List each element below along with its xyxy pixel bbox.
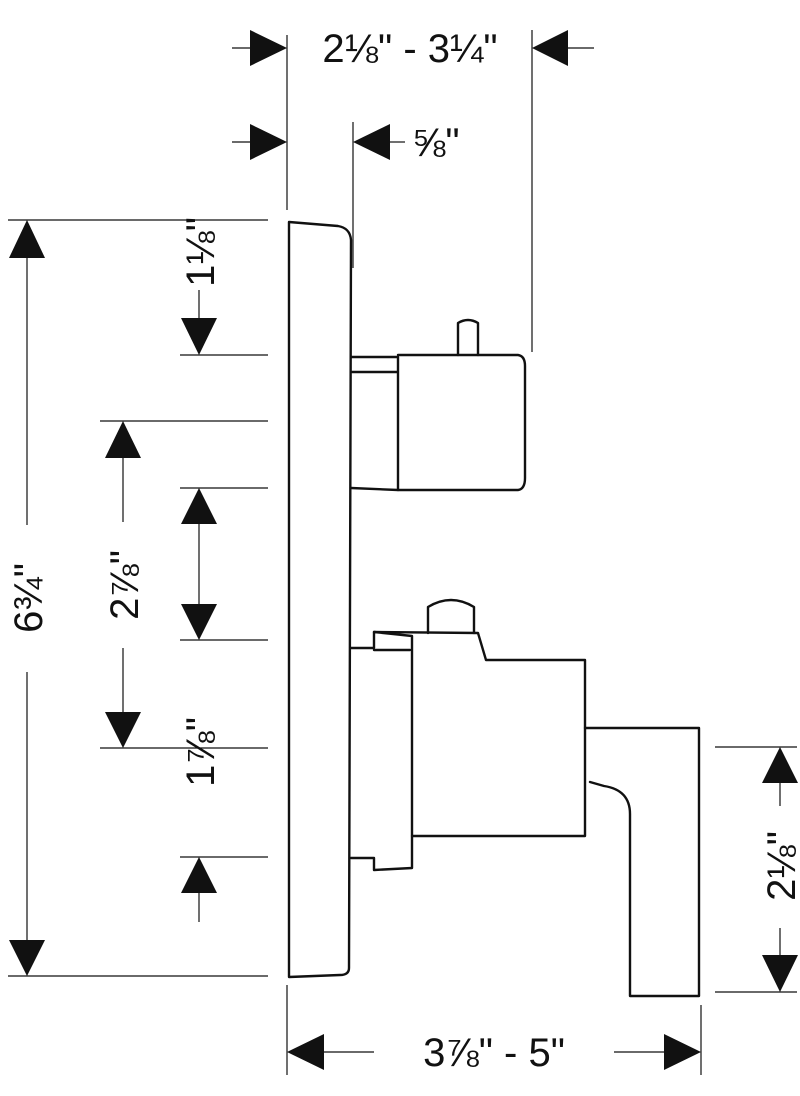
dim-label-handle-height: 2⅛"	[760, 831, 800, 901]
dim-label-stem-offset: ⅝"	[412, 121, 460, 165]
dim-label-valve-to-bottom: 1⅞"	[179, 717, 223, 787]
trim-plate	[287, 220, 353, 979]
dim-label-plate-height: 6¾"	[7, 563, 51, 633]
dimension-plate-top-to-knob: 1⅛"	[179, 217, 223, 355]
dim-label-top-span: 2⅛" - 3¼"	[322, 27, 497, 71]
dimension-knob-to-valve: 2⅞"	[103, 421, 147, 748]
dim-label-knob-to-valve: 2⅞"	[103, 550, 147, 620]
dimension-valve-to-bottom: 1⅞"	[179, 717, 223, 922]
extension-lines	[8, 30, 797, 1075]
dimension-bottom-span: 3⅞" - 5"	[287, 1031, 701, 1075]
dimension-handle-height: 2⅛"	[760, 747, 800, 992]
dimension-plate-height: 6¾"	[7, 220, 51, 976]
upper-knob	[349, 318, 527, 492]
dimension-inner-gap	[181, 488, 217, 640]
dim-label-bottom-span: 3⅞" - 5"	[423, 1031, 565, 1075]
lower-valve	[349, 598, 701, 998]
dimension-stem-offset: ⅝"	[232, 121, 460, 165]
dimension-top-span: 2⅛" - 3¼"	[232, 27, 594, 71]
dim-label-plate-top-to-knob: 1⅛"	[179, 217, 223, 287]
